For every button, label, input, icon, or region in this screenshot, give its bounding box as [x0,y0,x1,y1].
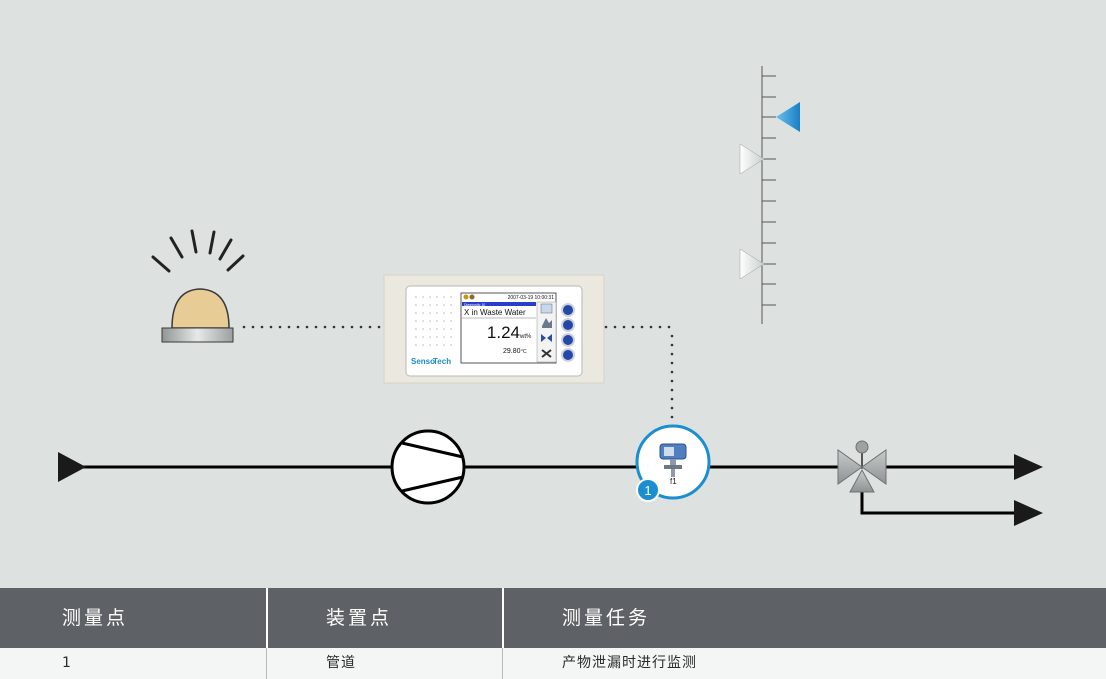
valve-small-icon [541,334,552,342]
level-marker-blue-icon [776,102,800,132]
probe-icon [542,318,552,328]
header-measurement-task: 测量任务 [562,607,651,629]
table-row: 1 管道 产物泄漏时进行监测 [0,648,1106,679]
measurement-title: X in Waste Water [464,308,526,317]
main-value: 1.24 [487,323,520,342]
column-divider [502,588,504,648]
transmitter-device: 2007-03-19 10:00:31 Diagnostic 10 X in W… [383,274,605,384]
process-diagram: 2007-03-19 10:00:31 Diagnostic 10 X in W… [58,66,1043,526]
chart-icon [540,303,553,314]
level-gauge [739,66,800,324]
cell-point-number: 1 [62,655,72,671]
temperature-unit: °C [521,349,527,355]
point-number: 1 [644,483,651,498]
cell-task: 产物泄漏时进行监测 [562,655,697,671]
control-button [561,348,575,362]
point-subscript: f1 [670,477,677,486]
level-marker-icon [739,248,765,280]
pipeline [58,452,1043,526]
pump-icon [390,429,466,505]
signal-lines [242,325,674,419]
outlet-arrow-icon [1014,454,1043,480]
control-button [561,303,575,317]
control-button [561,333,575,347]
alarm-lamp-icon [151,229,245,343]
header-measurement-point: 测量点 [62,607,129,629]
temperature-value: 29.80 [503,348,521,355]
header-installation-point: 装置点 [326,607,393,629]
control-valve-icon [837,440,887,493]
brand-tech: Tech [433,357,451,366]
point-number-badge [636,478,660,502]
column-divider [266,588,268,648]
cell-installation: 管道 [326,655,356,671]
column-divider [502,648,503,679]
main-unit: wt% [519,334,532,340]
column-divider [266,648,267,679]
table-header: 测量点 装置点 测量任务 [0,588,1106,648]
level-marker-icon [739,143,765,175]
branch-arrow-icon [1014,500,1043,526]
measurement-point-1: f1 1 [635,424,711,502]
instrument-channel: Diagnostic 10 [464,303,485,307]
inlet-arrow-icon [58,452,86,482]
brand-senso: Senso [411,357,435,366]
control-buttons [561,303,575,362]
control-button [561,318,575,332]
tools-icon [541,349,552,358]
info-table: 测量点 装置点 测量任务 1 管道 产物泄漏时进行监测 [0,588,1106,679]
instrument-time: 2007-03-19 10:00:31 [508,295,555,301]
